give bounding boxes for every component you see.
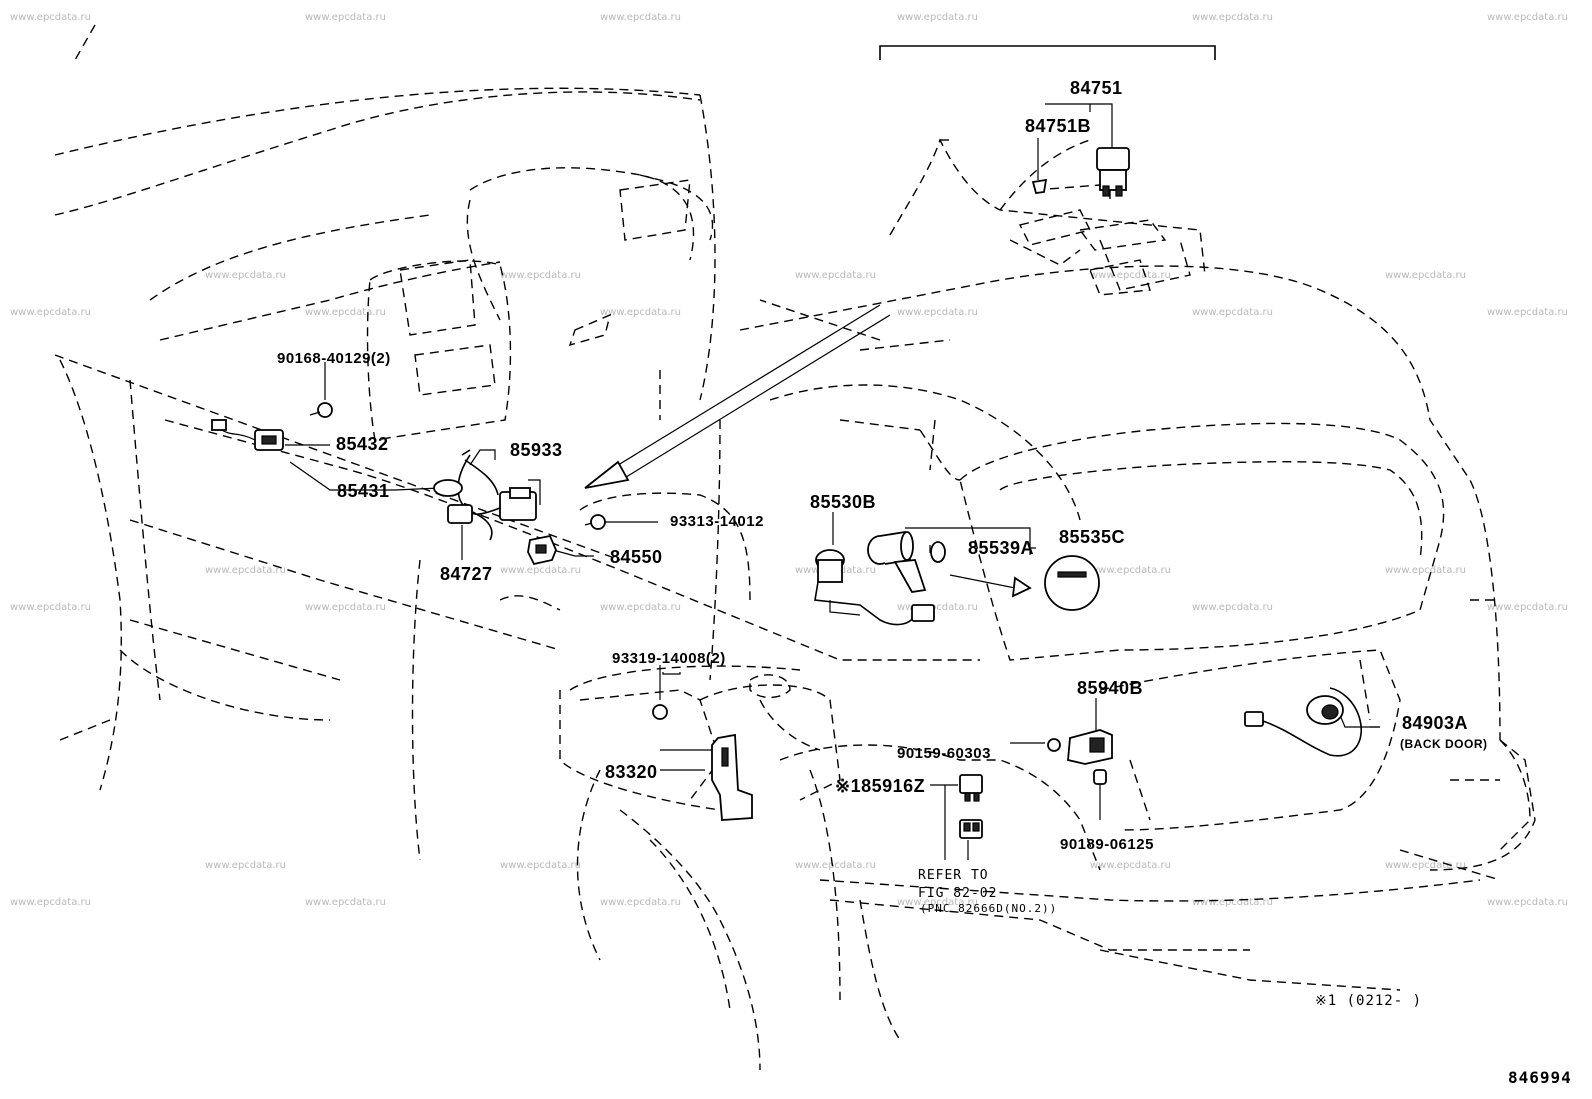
watermark-text: www.epcdata.ru — [10, 12, 91, 23]
part-84751-switch — [1096, 147, 1130, 197]
part-84751b-clip — [1031, 178, 1048, 194]
part-refer-relay — [959, 819, 983, 839]
watermark-text: www.epcdata.ru — [500, 270, 581, 281]
inset-bracket — [879, 45, 1216, 60]
watermark-text: www.epcdata.ru — [305, 12, 386, 23]
label-84727[interactable]: 84727 — [440, 564, 493, 584]
label-85933[interactable]: 85933 — [510, 440, 563, 460]
part-85916z-relay — [959, 774, 983, 802]
watermark-text: www.epcdata.ru — [1192, 307, 1273, 318]
label-back-door: (BACK DOOR) — [1400, 737, 1488, 751]
watermark-text: www.epcdata.ru — [897, 12, 978, 23]
watermark-text: www.epcdata.ru — [10, 307, 91, 318]
watermark-text: www.epcdata.ru — [305, 307, 386, 318]
watermark-text: www.epcdata.ru — [10, 602, 91, 613]
watermark-text: www.epcdata.ru — [305, 602, 386, 613]
watermark-text: www.epcdata.ru — [897, 602, 978, 613]
watermark-text: www.epcdata.ru — [205, 565, 286, 576]
figure-number: 846994 — [1508, 1068, 1572, 1087]
part-93319-screw — [652, 704, 668, 720]
watermark-text: www.epcdata.ru — [600, 12, 681, 23]
watermark-text: www.epcdata.ru — [1385, 270, 1466, 281]
part-85432-unit — [211, 419, 284, 451]
part-84903a-harness — [1244, 687, 1362, 757]
label-85539a[interactable]: 85539A — [968, 538, 1035, 558]
label-85530b[interactable]: 85530B — [810, 492, 877, 512]
part-84727-connector — [447, 504, 493, 541]
part-84550-switch — [527, 534, 557, 566]
refer-line-3[interactable]: (PNC 82666D(NO.2)) — [920, 902, 1058, 915]
watermark-text: www.epcdata.ru — [500, 860, 581, 871]
part-85535c-lighter — [867, 530, 927, 593]
label-93313-14012[interactable]: 93313-14012 — [670, 513, 764, 530]
part-90189-clip — [1093, 769, 1107, 785]
watermark-text: www.epcdata.ru — [897, 897, 978, 908]
label-85431[interactable]: 85431 — [337, 481, 390, 501]
part-85933-harness — [457, 449, 537, 521]
watermark-text: www.epcdata.ru — [1487, 897, 1568, 908]
part-90159-nut — [1047, 738, 1061, 752]
label-85432[interactable]: 85432 — [336, 434, 389, 454]
watermark-text: www.epcdata.ru — [1192, 897, 1273, 908]
watermark-text: www.epcdata.ru — [1090, 270, 1171, 281]
part-83320-bracket — [711, 733, 753, 821]
footnote-date-range: ※1 (0212- ) — [1315, 993, 1423, 1009]
label-90159-60303[interactable]: 90159-60303 — [897, 745, 991, 762]
label-93319-14008[interactable]: 93319-14008(2) — [612, 650, 726, 667]
part-85539a-cap — [930, 541, 946, 563]
label-90168-40129[interactable]: 90168-40129(2) — [277, 350, 391, 367]
watermark-text: www.epcdata.ru — [600, 897, 681, 908]
watermark-text: www.epcdata.ru — [1192, 602, 1273, 613]
watermark-text: www.epcdata.ru — [600, 307, 681, 318]
part-85530b-socket — [814, 549, 935, 626]
pointer-arrow — [584, 304, 891, 489]
watermark-text: www.epcdata.ru — [205, 270, 286, 281]
refer-line-2: FIG 82-02 — [918, 886, 998, 901]
part-85539a-cap-face — [1044, 555, 1100, 611]
label-84550[interactable]: 84550 — [610, 547, 663, 567]
label-90189-06125[interactable]: 90189-06125 — [1060, 836, 1154, 853]
watermark-text: www.epcdata.ru — [500, 565, 581, 576]
part-85940b-relay — [1067, 729, 1113, 765]
watermark-text: www.epcdata.ru — [1385, 860, 1466, 871]
refer-line-1: REFER TO — [918, 868, 989, 883]
label-84751b[interactable]: 84751B — [1025, 116, 1092, 136]
watermark-text: www.epcdata.ru — [10, 897, 91, 908]
label-83320[interactable]: 83320 — [605, 762, 658, 782]
watermark-text: www.epcdata.ru — [1487, 12, 1568, 23]
watermark-text: www.epcdata.ru — [205, 860, 286, 871]
part-93313-screw — [584, 514, 606, 530]
label-84751[interactable]: 84751 — [1070, 78, 1123, 98]
vehicle-outline — [54, 24, 1536, 1071]
watermark-text: www.epcdata.ru — [795, 270, 876, 281]
watermark-text: www.epcdata.ru — [1090, 860, 1171, 871]
part-90168-screw — [309, 402, 333, 418]
watermark-text: www.epcdata.ru — [1385, 565, 1466, 576]
label-84903a[interactable]: 84903A — [1402, 713, 1469, 733]
label-85916z[interactable]: ※185916Z — [835, 776, 926, 796]
leader-lines — [285, 103, 1380, 860]
watermark-text: www.epcdata.ru — [1090, 565, 1171, 576]
watermark-text: www.epcdata.ru — [1192, 12, 1273, 23]
watermark-text: www.epcdata.ru — [795, 860, 876, 871]
watermark-text: www.epcdata.ru — [305, 897, 386, 908]
watermark-text: www.epcdata.ru — [1487, 602, 1568, 613]
part-85431-ring — [433, 479, 463, 497]
label-85535c[interactable]: 85535C — [1059, 527, 1126, 547]
label-85940b[interactable]: 85940B — [1077, 678, 1144, 698]
watermark-text: www.epcdata.ru — [1487, 307, 1568, 318]
watermark-text: www.epcdata.ru — [600, 602, 681, 613]
watermark-text: www.epcdata.ru — [897, 307, 978, 318]
